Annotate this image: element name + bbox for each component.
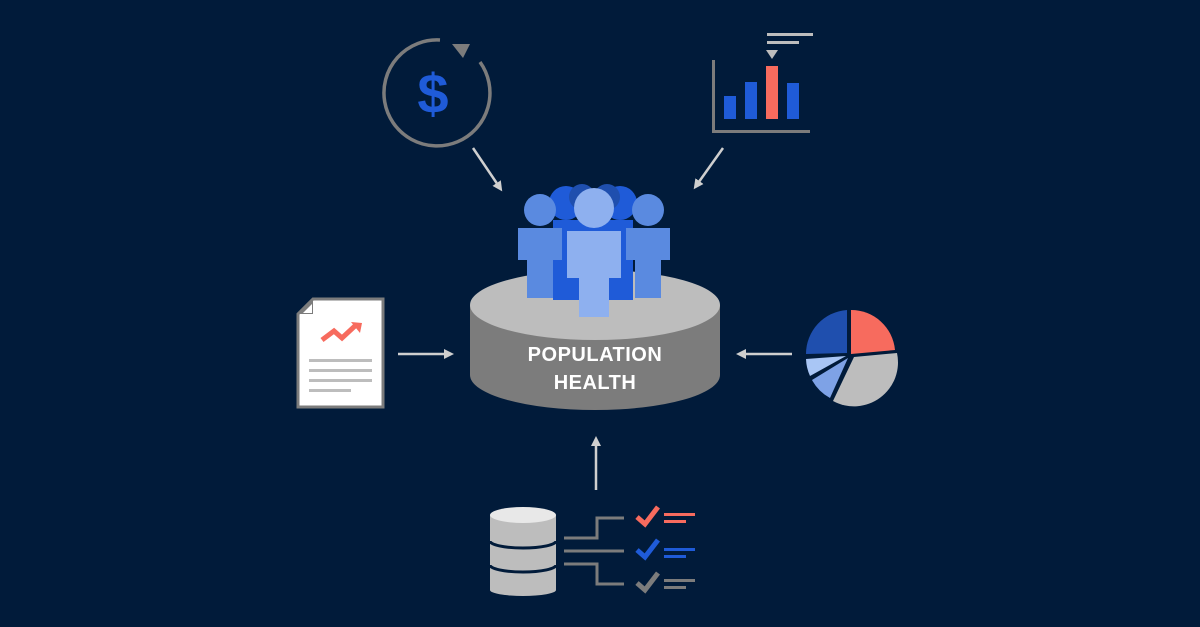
people-group-icon <box>518 184 670 317</box>
center-label-line2: HEALTH <box>553 372 637 394</box>
arrow-from-financial <box>471 147 503 192</box>
svg-text:$: $ <box>417 62 448 125</box>
database-checklist-icon <box>488 505 695 596</box>
bar-chart-icon <box>712 33 813 133</box>
arrows <box>398 147 792 490</box>
arrow-from-analytics <box>693 147 725 190</box>
pie-chart-icon <box>805 309 899 407</box>
document-trend-icon <box>296 297 385 409</box>
dollar-cycle-icon: $ <box>382 38 492 148</box>
center-label-line1: POPULATION <box>527 344 663 366</box>
